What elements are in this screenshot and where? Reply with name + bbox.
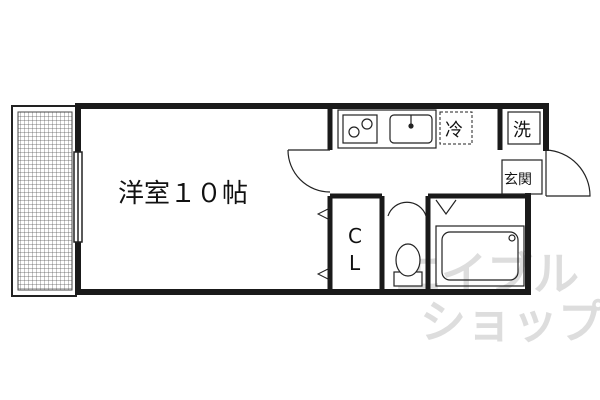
room-door: [287, 149, 331, 193]
front-door: [545, 149, 591, 197]
bathtub: [435, 225, 525, 287]
refrigerator-label: 冷: [445, 120, 463, 141]
entrance-label: 玄関: [504, 171, 532, 188]
stove: [342, 114, 378, 144]
washer-label: 洗: [513, 120, 531, 141]
entrance: 玄関: [501, 159, 543, 195]
closet: C L: [316, 207, 362, 281]
balcony-window: [73, 151, 83, 243]
western-room-label: 洋室１０帖: [118, 179, 248, 209]
watermark-line2: ショップ: [420, 295, 600, 349]
balcony: [11, 105, 77, 297]
kitchen: [337, 109, 437, 149]
toilet-bowl: [395, 243, 421, 277]
bathroom: [435, 199, 525, 287]
refrigerator-space: 冷: [439, 111, 473, 145]
washer-space: 洗: [507, 111, 541, 145]
closet-label-bottom: L: [349, 251, 361, 275]
closet-label-top: C: [348, 224, 362, 248]
interior-walls: [327, 106, 528, 292]
toilet-room: [387, 201, 427, 287]
